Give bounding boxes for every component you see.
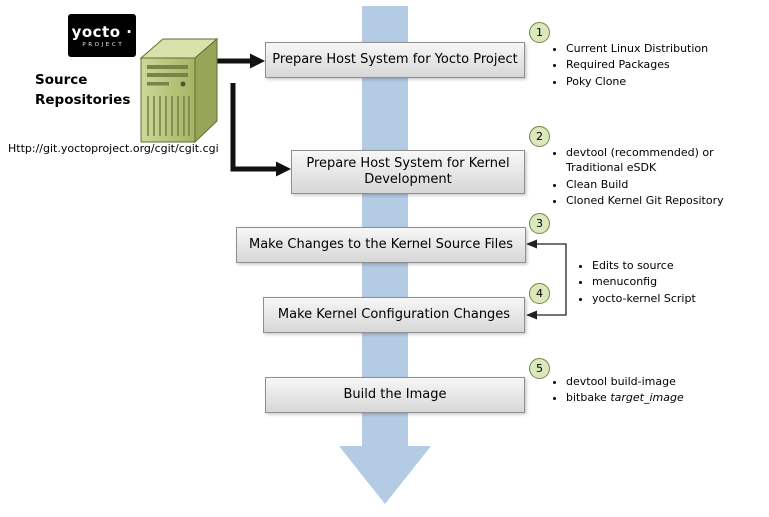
step-box-prepare-host-yocto: Prepare Host System for Yocto Project xyxy=(265,42,525,78)
list-item: devtool (recommended) or Traditional eSD… xyxy=(566,145,748,176)
step1-bullet-list: Current Linux Distribution Required Pack… xyxy=(552,41,761,90)
list-item: Current Linux Distribution xyxy=(566,41,761,56)
steps-3-4-shared-bullet-list: Edits to source menuconfig yocto-kernel … xyxy=(578,258,762,307)
step2-bullet-list: devtool (recommended) or Traditional eSD… xyxy=(552,145,748,210)
bracket-arrow-step4 xyxy=(526,310,537,320)
step-box-label: Prepare Host System for Kernel Developme… xyxy=(306,155,510,187)
list-item: Required Packages xyxy=(566,57,761,72)
list-item: menuconfig xyxy=(592,274,762,289)
yocto-logo-text: yocto · xyxy=(71,23,133,41)
step-box-build-image: Build the Image xyxy=(265,377,525,413)
badge-number: 3 xyxy=(536,217,543,230)
arrow-to-step2-head xyxy=(276,161,291,177)
badge-number: 1 xyxy=(536,26,543,39)
bracket-arrow-step3 xyxy=(526,239,537,249)
step-box-label: Build the Image xyxy=(343,386,447,402)
steps-3-4-bracket xyxy=(535,243,567,316)
badge-number: 4 xyxy=(536,287,543,300)
list-item: bitbake target_image xyxy=(566,390,761,405)
list-item: Cloned Kernel Git Repository xyxy=(566,193,748,208)
source-repositories-label: Source Repositories xyxy=(35,72,131,108)
step-box-label: Make Kernel Configuration Changes xyxy=(277,306,511,322)
bullet-text: devtool build-image xyxy=(566,375,676,388)
step-box-prepare-host-kernel: Prepare Host System for Kernel Developme… xyxy=(291,150,525,194)
list-item: Clean Build xyxy=(566,177,748,192)
step-number-badge-1: 1 xyxy=(529,22,550,43)
list-item: Poky Clone xyxy=(566,74,761,89)
arrow-to-step1-head xyxy=(250,53,265,69)
yocto-logo-subtext: PROJECT xyxy=(82,42,125,48)
list-item: Edits to source xyxy=(592,258,762,273)
source-repositories-url: Http://git.yoctoproject.org/cgit/cgit.cg… xyxy=(8,142,219,155)
step-box-make-config-changes: Make Kernel Configuration Changes xyxy=(263,297,525,333)
list-item: yocto-kernel Script xyxy=(592,291,762,306)
arrow-to-step2-line xyxy=(230,83,276,172)
bullet-italic-text: target_image xyxy=(610,391,684,405)
badge-number: 5 xyxy=(536,362,543,375)
yocto-logo: yocto · PROJECT xyxy=(68,14,136,57)
server-icon xyxy=(139,37,219,144)
step-box-label: Prepare Host System for Yocto Project xyxy=(272,51,518,67)
step5-bullet-list: devtool build-image bitbake target_image xyxy=(552,374,761,407)
bullet-text: bitbake xyxy=(566,391,611,405)
badge-number: 2 xyxy=(536,130,543,143)
step-number-badge-4: 4 xyxy=(529,283,550,304)
step-number-badge-5: 5 xyxy=(529,358,550,379)
step-number-badge-2: 2 xyxy=(529,126,550,147)
list-item: devtool build-image xyxy=(566,374,761,389)
step-number-badge-3: 3 xyxy=(529,213,550,234)
step-box-make-source-changes: Make Changes to the Kernel Source Files xyxy=(236,227,526,263)
step-box-label: Make Changes to the Kernel Source Files xyxy=(249,236,513,252)
